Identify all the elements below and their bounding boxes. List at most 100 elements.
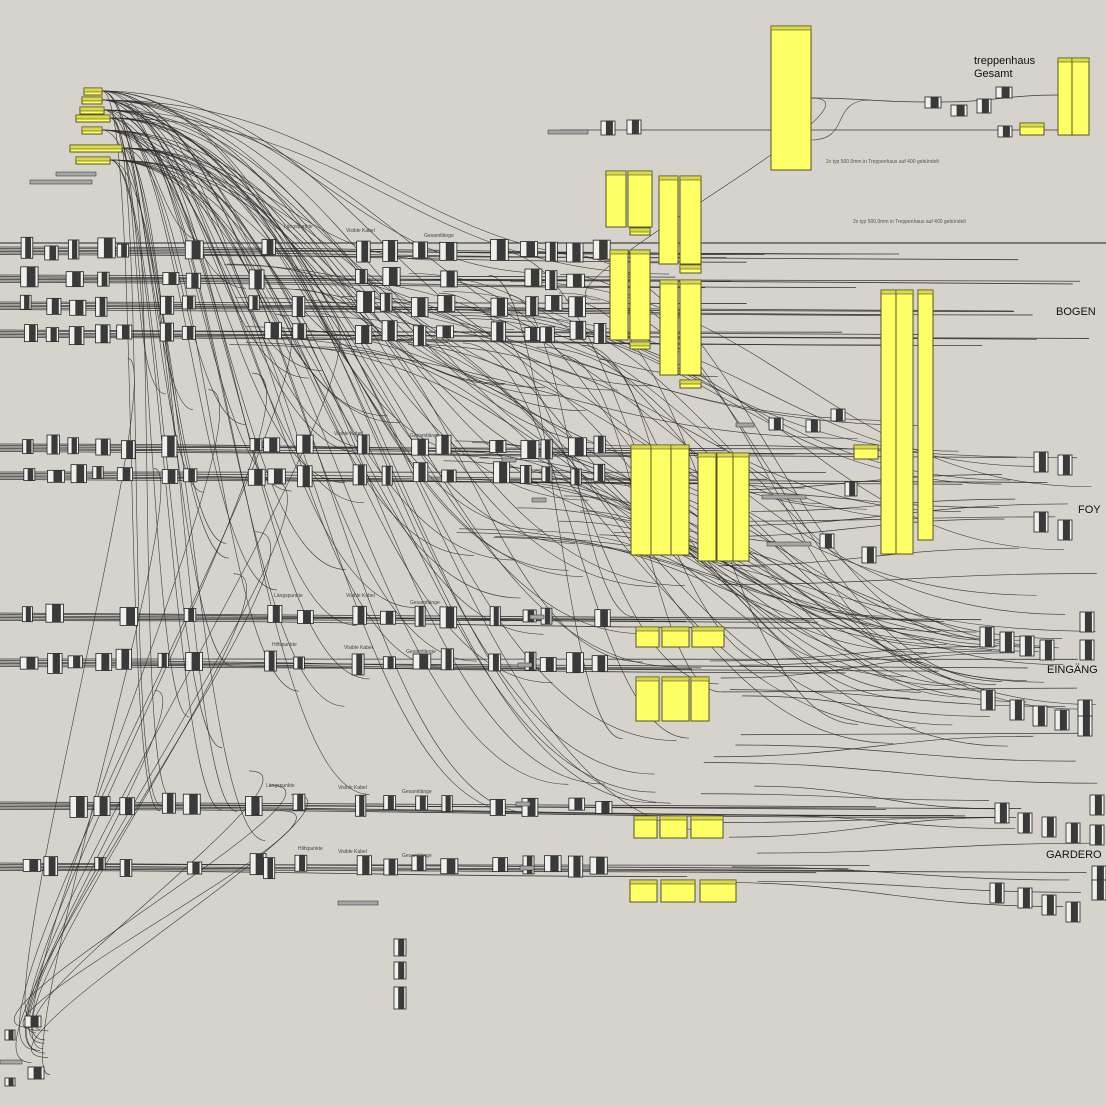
gh-component[interactable] [97,237,116,259]
wire[interactable] [101,90,477,662]
yellow-panel[interactable] [609,249,629,341]
gh-component[interactable] [593,323,607,344]
wire[interactable] [458,451,907,677]
gh-component[interactable] [161,435,178,458]
wire[interactable] [0,280,857,288]
gh-component[interactable] [1017,887,1033,909]
wire[interactable] [121,147,238,812]
wire[interactable] [754,785,997,810]
gh-component[interactable] [439,241,458,261]
gh-component[interactable] [539,657,557,672]
wire[interactable] [109,159,516,561]
yellow-panel[interactable] [661,626,690,648]
gh-component[interactable] [411,855,427,872]
number-slider[interactable] [547,129,589,135]
gh-component[interactable] [291,296,306,318]
wire[interactable] [710,518,1005,538]
yellow-panel[interactable] [83,87,103,96]
wire[interactable] [740,732,1080,736]
gh-component[interactable] [263,437,281,453]
gh-component[interactable] [46,434,60,455]
yellow-panel[interactable] [79,106,105,115]
wire[interactable] [101,99,661,264]
gh-component[interactable] [1065,901,1081,923]
wire[interactable] [229,344,858,439]
gh-component[interactable] [566,652,584,674]
wire[interactable] [810,99,871,141]
gh-component[interactable] [441,469,457,483]
yellow-panel[interactable] [659,815,688,839]
gh-component[interactable] [493,461,510,484]
yellow-panel[interactable] [1057,57,1073,136]
wire[interactable] [101,129,553,684]
gh-component[interactable] [119,607,139,626]
gh-component[interactable] [264,322,282,339]
number-slider[interactable] [766,541,812,547]
gh-component[interactable] [440,270,458,288]
gh-component[interactable] [412,462,429,483]
gh-component[interactable] [976,98,992,114]
gh-component[interactable] [261,239,276,255]
gh-component[interactable] [545,241,558,262]
number-slider[interactable] [529,614,545,620]
gh-component[interactable] [541,466,553,483]
gh-component[interactable] [94,857,106,871]
wire[interactable] [318,346,916,729]
gh-component[interactable] [296,434,314,454]
wire[interactable] [709,645,997,662]
wire[interactable] [101,90,656,804]
gh-component[interactable] [524,651,537,671]
gh-component[interactable] [44,245,59,261]
wire[interactable] [757,842,1098,854]
gh-component[interactable] [1077,715,1093,737]
gh-component[interactable] [994,802,1010,824]
wire[interactable] [0,809,1017,819]
wire[interactable] [408,273,977,633]
gh-component[interactable] [183,468,198,483]
wire[interactable] [109,159,266,841]
yellow-panel[interactable] [605,170,627,228]
gh-component[interactable] [21,606,33,623]
gh-component[interactable] [1057,519,1073,541]
yellow-panel[interactable] [659,279,679,376]
gh-component[interactable] [441,795,453,813]
gh-component[interactable] [437,295,456,312]
gh-component[interactable] [380,610,396,625]
wire[interactable] [728,817,1007,838]
gh-component[interactable] [97,271,110,287]
gh-component[interactable] [247,468,266,486]
wire[interactable] [101,129,229,559]
gh-component[interactable] [861,546,877,564]
wire[interactable] [109,117,670,275]
wire[interactable] [720,652,1015,679]
gh-component[interactable] [569,320,587,340]
gh-component[interactable] [382,267,401,286]
wire[interactable] [101,99,369,449]
gh-component[interactable] [183,608,197,622]
gh-component[interactable] [355,269,368,284]
gh-component[interactable] [414,605,426,627]
gh-component[interactable] [116,324,133,340]
gh-component[interactable] [185,272,202,289]
gh-component[interactable] [4,1029,16,1041]
wire[interactable] [101,99,322,371]
gh-component[interactable] [805,419,821,433]
wire[interactable] [101,90,654,387]
gh-component[interactable] [411,297,429,318]
gh-component[interactable] [23,468,36,482]
wire[interactable] [103,109,357,626]
wire[interactable] [0,274,676,278]
number-slider[interactable] [55,171,97,177]
gh-component[interactable] [182,793,201,815]
wire[interactable] [713,735,1034,758]
gh-component[interactable] [181,295,196,310]
wire[interactable] [295,289,643,663]
gh-component[interactable] [591,655,608,673]
gh-component[interactable] [540,439,553,460]
gh-component[interactable] [20,236,34,259]
wire[interactable] [517,507,1045,683]
wire[interactable] [121,147,172,799]
wire[interactable] [103,109,655,775]
gh-component[interactable] [950,104,968,117]
gh-component[interactable] [566,242,584,263]
